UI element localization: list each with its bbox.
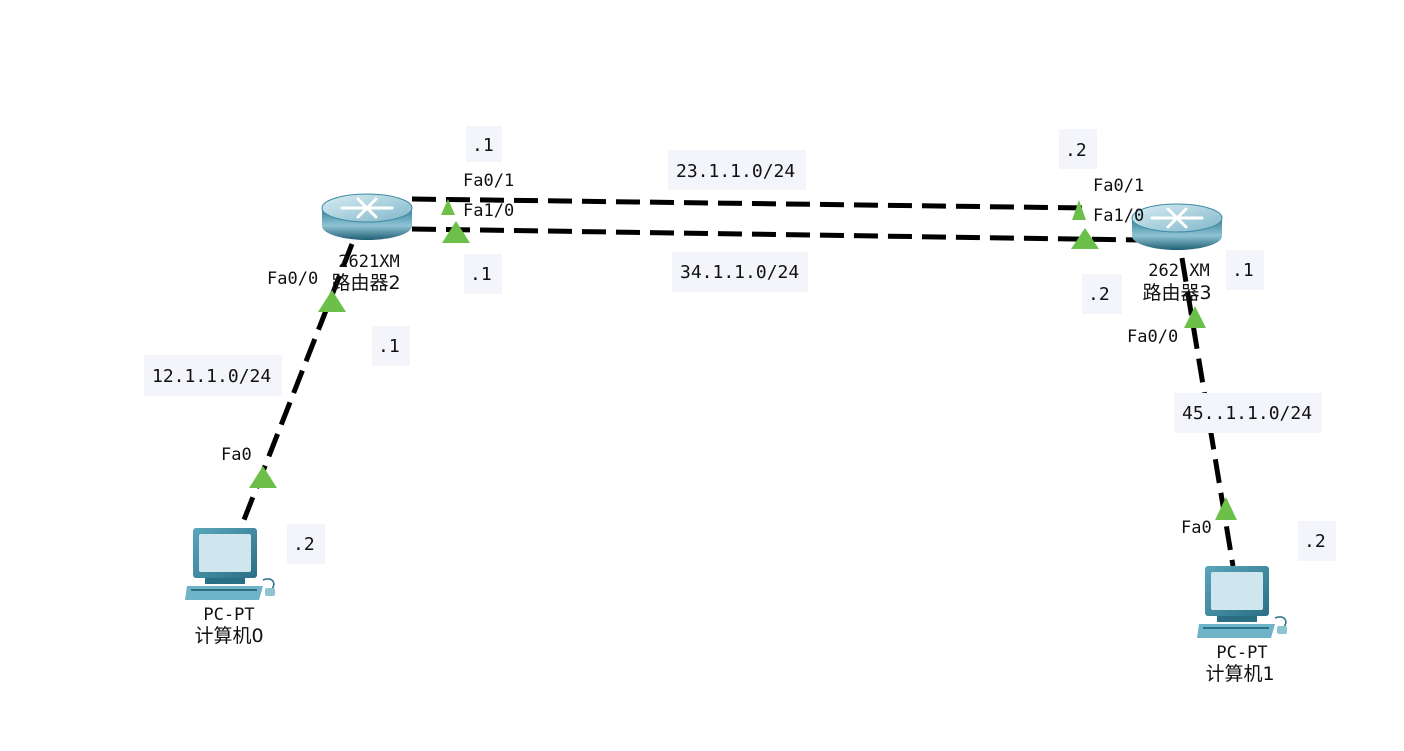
pc0-name-label: 计算机0 xyxy=(194,625,263,647)
note-r3-fa01-addr[interactable]: .2 xyxy=(1059,129,1097,169)
port-status-r2-fa01 xyxy=(441,199,455,215)
router2-name-label: 路由器2 xyxy=(331,272,400,294)
svg-text:12.1.1.0/24: 12.1.1.0/24 xyxy=(152,366,271,387)
port-status-pc1-fa0 xyxy=(1215,497,1237,520)
port-status-r3-fa01 xyxy=(1072,200,1086,220)
pc-icon[interactable] xyxy=(185,528,275,600)
port-status-r2-fa00 xyxy=(318,290,346,312)
note-pc1-addr[interactable]: .2 xyxy=(1298,521,1336,561)
svg-text:.2: .2 xyxy=(1088,284,1110,305)
port-label-r2-fa01: Fa0/1 xyxy=(463,171,514,191)
router-icon[interactable] xyxy=(1131,203,1223,250)
port-label-r2-fa10: Fa1/0 xyxy=(463,201,514,221)
port-label-r2-fa00: Fa0/0 xyxy=(267,269,318,289)
port-label-r3-fa00: Fa0/0 xyxy=(1127,327,1178,347)
pc0-model-label: PC-PT xyxy=(203,605,254,625)
svg-text:.2: .2 xyxy=(1065,140,1087,161)
port-label-r3-fa01: Fa0/1 xyxy=(1093,176,1144,196)
port-status-pc0-fa0 xyxy=(249,466,277,488)
router3-model-label: 262 XM xyxy=(1148,261,1209,281)
note-r2-fa00-addr[interactable]: .1 xyxy=(372,326,410,366)
pc-icon[interactable] xyxy=(1197,566,1287,638)
note-pc0-addr[interactable]: .2 xyxy=(287,524,325,564)
port-status-r3-fa00 xyxy=(1184,306,1206,328)
svg-text:.1: .1 xyxy=(472,135,494,156)
note-net-12[interactable]: 12.1.1.0/24 xyxy=(144,355,282,396)
svg-text:.2: .2 xyxy=(1304,531,1326,552)
pc1-model-label: PC-PT xyxy=(1216,643,1267,663)
router2-model-label: 2621XM xyxy=(338,252,399,272)
note-r3-fa00-addr[interactable]: .1 xyxy=(1226,250,1264,290)
note-r3-fa10-addr[interactable]: .2 xyxy=(1082,274,1122,314)
svg-text:.1: .1 xyxy=(378,336,400,357)
router-icon[interactable] xyxy=(321,193,413,240)
pc1-name-label: 计算机1 xyxy=(1205,663,1274,685)
note-net-45[interactable]: 45..1.1.0/24 xyxy=(1174,393,1322,433)
svg-text:.2: .2 xyxy=(293,534,315,555)
svg-text:.1: .1 xyxy=(1232,260,1254,281)
svg-text:.1: .1 xyxy=(470,264,492,285)
svg-text:45..1.1.0/24: 45..1.1.0/24 xyxy=(1182,403,1312,424)
note-net-23[interactable]: 23.1.1.0/24 xyxy=(668,150,806,190)
router3-name-label: 路由器3 xyxy=(1142,282,1211,304)
note-r2-fa01-addr[interactable]: .1 xyxy=(466,126,502,162)
port-label-pc1-fa0: Fa0 xyxy=(1181,518,1212,538)
port-label-pc0-fa0: Fa0 xyxy=(221,445,252,465)
svg-text:34.1.1.0/24: 34.1.1.0/24 xyxy=(680,262,799,283)
port-status-r3-fa10 xyxy=(1071,228,1099,249)
note-r2-fa10-addr[interactable]: .1 xyxy=(464,254,502,294)
port-status-r2-fa10 xyxy=(442,221,470,243)
svg-text:23.1.1.0/24: 23.1.1.0/24 xyxy=(676,161,795,182)
note-net-34[interactable]: 34.1.1.0/24 xyxy=(672,252,808,292)
link-r2-r3-fa10[interactable] xyxy=(411,226,1141,243)
link-r2-r3-fa01[interactable] xyxy=(411,196,1089,211)
port-label-r3-fa10: Fa1/0 xyxy=(1093,206,1144,226)
